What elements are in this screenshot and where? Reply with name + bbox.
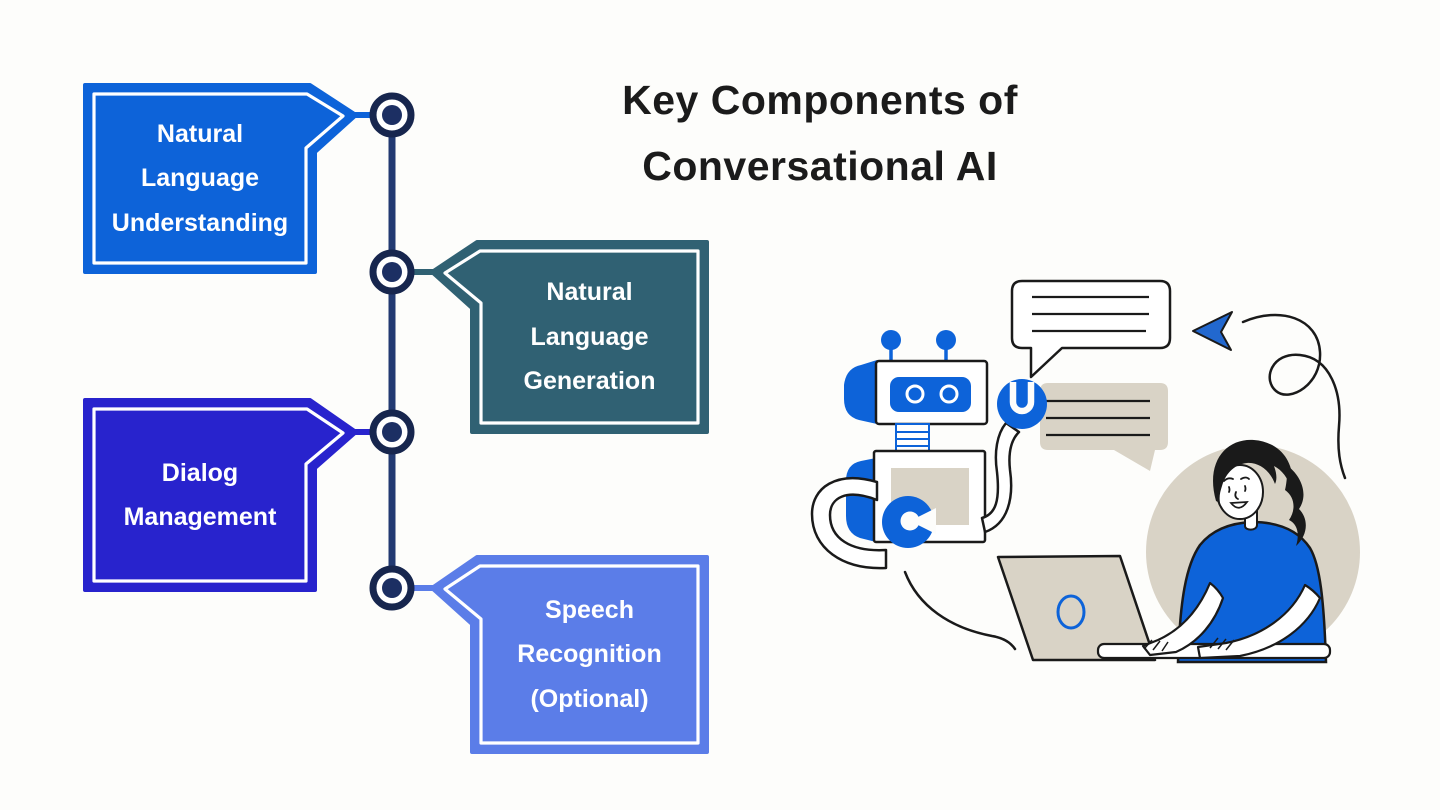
robot-left-arm xyxy=(810,476,888,570)
woman-face-features xyxy=(1223,476,1250,509)
woman-hair xyxy=(1213,439,1306,546)
robot-claw-lower xyxy=(882,496,936,548)
swirl-line-bottom xyxy=(903,570,1017,651)
robot-eyes xyxy=(905,384,959,404)
woman-arms xyxy=(1141,581,1322,660)
laptop-illustration xyxy=(996,554,1157,662)
timeline-node xyxy=(369,565,415,611)
component-bubble-nlg xyxy=(430,240,709,434)
timeline-node xyxy=(369,249,415,295)
component-bubble-speech xyxy=(430,555,709,754)
component-label-nlu: Natural Language Understanding xyxy=(111,119,289,237)
page-title-line2: Conversational AI xyxy=(642,142,998,189)
component-bubble-nlu xyxy=(83,83,358,274)
robot-claw-upper xyxy=(997,379,1047,429)
component-label-nlg: Natural Language Generation xyxy=(523,278,656,396)
robot-side-panel xyxy=(846,458,876,542)
page-title: Key Components of Conversational AI xyxy=(520,68,1120,199)
robot-eye-panel xyxy=(890,377,971,412)
component-label-speech: Speech Recognition (Optional) xyxy=(517,595,662,713)
swirl-line xyxy=(1241,313,1347,480)
robot-antennas xyxy=(881,330,956,362)
woman-at-laptop-illustration xyxy=(996,439,1360,664)
chat-bubble-outlined xyxy=(1010,279,1172,379)
chat-bubble-filled xyxy=(1040,383,1168,471)
timeline-node xyxy=(369,92,415,138)
page-title-line1: Key Components of xyxy=(622,77,1018,123)
robot-ear xyxy=(844,360,877,424)
component-label-dialog: Dialog Management xyxy=(123,458,277,532)
timeline-node xyxy=(369,409,415,455)
woman-hands xyxy=(1143,637,1235,652)
cursor-arrow-icon xyxy=(1192,311,1233,351)
timeline-nodes xyxy=(369,92,415,611)
component-bubble-dialog xyxy=(83,398,358,592)
robot-illustration xyxy=(810,330,1021,651)
robot-right-arm xyxy=(980,421,1021,534)
robot-neck xyxy=(895,423,930,453)
laptop-logo-icon xyxy=(1056,594,1086,630)
